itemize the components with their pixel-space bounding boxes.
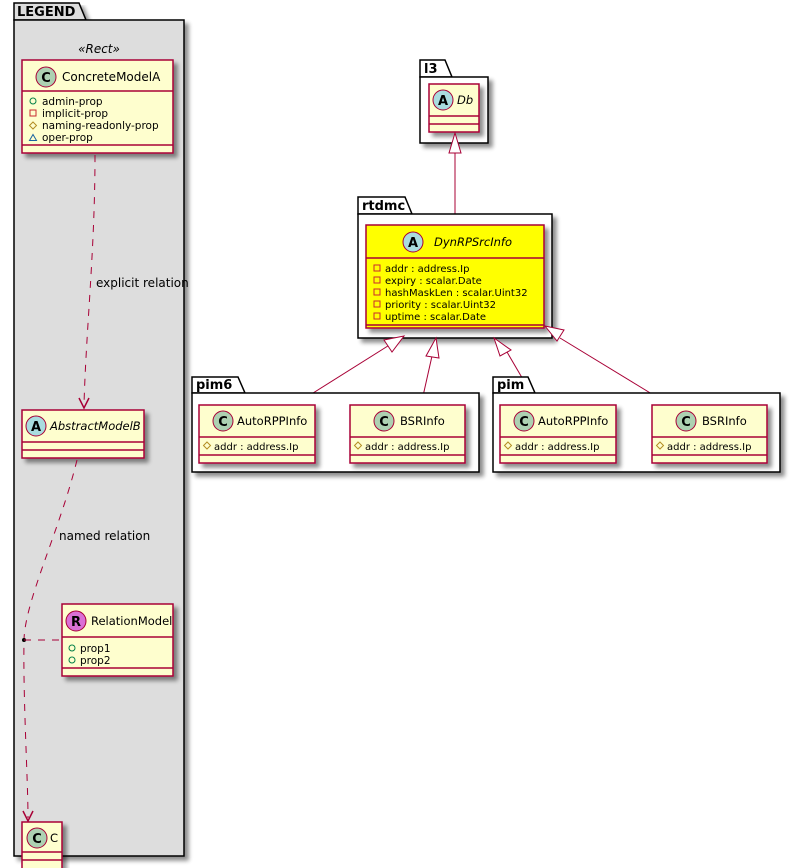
property: addr : address.Ip [515,442,599,453]
package-label: pim6 [196,378,232,393]
class-relation-model[interactable]: R RelationModel prop1 prop2 [61,603,174,677]
class-badge-letter: C [519,415,529,430]
property: naming-readonly-prop [42,120,159,132]
private-visibility-icon [373,288,381,296]
class-badge-letter: A [408,236,418,251]
legend-package-label: LEGEND [17,5,76,20]
property: addr : address.Ip [365,442,449,453]
abstract-badge-icon [432,89,454,111]
class-pim-autorppinfo[interactable]: C AutoRPPInfo addr : address.Ip [499,404,617,464]
class-name: AutoRPPInfo [538,414,608,428]
private-visibility-icon [373,276,381,284]
class-badge-icon [513,410,535,432]
abstract-badge-icon [25,415,47,437]
property: oper-prop [42,132,93,144]
class-badge-icon [373,410,395,432]
named-relation-label: named relation [59,529,150,543]
inheritance-arrowhead-icon [493,336,512,357]
private-visibility-icon [373,300,381,308]
property: uptime : scalar.Date [385,312,486,323]
property: addr : address.Ip [385,264,469,275]
package-visibility-icon [28,133,38,141]
class-concrete-model-a[interactable]: C ConcreteModelA admin-prop implicit-pro… [21,59,174,154]
class-badge-letter: A [31,420,41,435]
public-visibility-icon [29,97,37,105]
property: hashMaskLen : scalar.Uint32 [385,288,528,299]
class-pim-bsrinfo[interactable]: C BSRInfo addr : address.Ip [651,404,768,464]
protected-visibility-icon [202,441,212,450]
abstract-badge-icon [402,231,424,253]
named-relation-arrow[interactable] [22,459,78,823]
class-badge-letter: C [32,832,42,847]
class-name: RelationModel [91,614,172,628]
inheritance-arrow-dynrpsrcinfo-db[interactable] [448,131,462,225]
class-name: BSRInfo [702,414,747,428]
private-visibility-icon [373,312,381,320]
property: implicit-prop [42,108,108,120]
class-dynrpsrcinfo[interactable]: A DynRPSrcInfo addr : address.Ip expiry … [365,224,545,329]
class-badge-icon [212,410,234,432]
arrowhead-icon [78,397,90,410]
public-visibility-icon [68,644,76,652]
class-badge-icon [675,410,697,432]
inheritance-arrowhead-icon [425,336,440,359]
class-badge-letter: A [438,94,448,109]
package-label: pim [497,378,524,393]
explicit-relation-arrow[interactable] [78,154,96,410]
explicit-relation-label: explicit relation [96,276,189,290]
arrowhead-icon [22,810,34,823]
class-badge-icon [35,66,57,88]
class-badge-letter: C [379,415,389,430]
class-name: AutoRPPInfo [237,414,307,428]
relation-badge-icon [65,610,87,632]
protected-visibility-icon [353,441,363,450]
class-name: C [50,831,58,845]
property: priority : scalar.Uint32 [385,300,496,311]
package-label: rtdmc [362,199,405,214]
class-db[interactable]: A Db [428,83,480,133]
property: addr : address.Ip [214,442,298,453]
class-pim6-bsrinfo[interactable]: C BSRInfo addr : address.Ip [349,404,466,464]
property: admin-prop [42,96,103,108]
class-abstract-model-b[interactable]: A AbstractModelB [21,409,145,459]
inheritance-arrowhead-icon [543,325,565,342]
protected-visibility-icon [28,121,38,130]
class-name: DynRPSrcInfo [434,235,512,249]
public-visibility-icon [68,656,76,664]
private-visibility-icon [373,264,381,272]
class-name: AbstractModelB [49,419,141,433]
inheritance-arrowhead-icon [383,335,406,353]
legend-stereotype: «Rect» [78,42,120,56]
property: expiry : scalar.Date [385,276,482,287]
property: prop1 [80,643,111,655]
class-name: Db [457,93,473,107]
class-name: BSRInfo [400,414,445,428]
class-badge-icon [26,827,48,849]
class-name: ConcreteModelA [62,70,161,84]
property: addr : address.Ip [667,442,751,453]
inheritance-arrowhead-icon [448,131,462,154]
class-c[interactable]: C C [21,821,63,868]
private-visibility-icon [29,109,37,117]
class-badge-letter: C [681,415,691,430]
property: prop2 [80,655,111,667]
package-label: l3 [424,62,438,77]
class-pim6-autorppinfo[interactable]: C AutoRPPInfo addr : address.Ip [198,404,316,464]
protected-visibility-icon [655,441,665,450]
protected-visibility-icon [503,441,513,450]
class-badge-letter: R [71,615,81,630]
class-badge-letter: C [218,415,228,430]
class-badge-letter: C [41,71,51,86]
